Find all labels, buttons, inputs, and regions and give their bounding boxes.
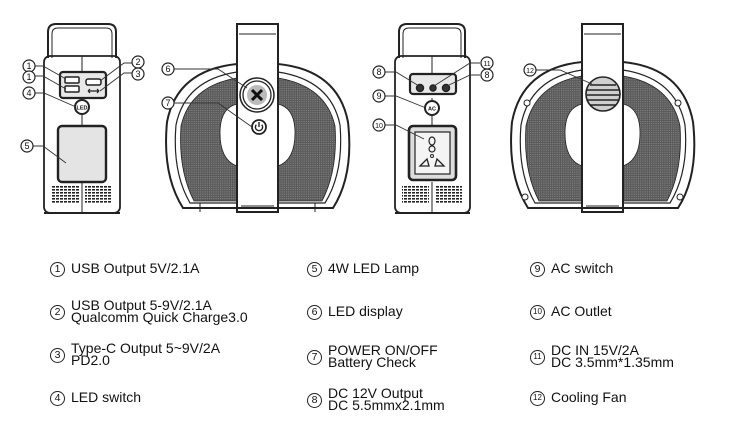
marker-11: 11 bbox=[480, 56, 494, 70]
marker-8: 8 bbox=[372, 65, 386, 79]
legend-text: USB Output 5-9V/2.1A bbox=[71, 297, 212, 313]
front-callouts bbox=[33, 62, 132, 164]
type-c-port-icon bbox=[87, 88, 100, 94]
marker-7: 7 bbox=[161, 96, 175, 110]
legend-text: Battery Check bbox=[328, 354, 416, 370]
legend-text: USB Output 5V/2.1A bbox=[71, 260, 200, 276]
usb-port-icon bbox=[64, 85, 80, 93]
product-diagram: LED bbox=[20, 23, 696, 214]
legend-text: DC 5.5mmx2.1mm bbox=[328, 397, 445, 413]
dc-input-port-icon bbox=[429, 84, 437, 92]
marker-1: 1 bbox=[22, 59, 36, 73]
svg-text:1: 1 bbox=[26, 72, 31, 82]
legend-number: 9 bbox=[530, 262, 545, 277]
svg-text:11: 11 bbox=[483, 61, 490, 68]
back-callouts bbox=[385, 62, 480, 140]
front-view: LED bbox=[43, 23, 121, 214]
legend-text: DC IN 15V/2A bbox=[551, 342, 639, 358]
legend-number: 3 bbox=[50, 348, 65, 363]
marker-9: 9 bbox=[372, 89, 386, 103]
led-button-text: LED bbox=[77, 106, 88, 112]
marker-10: 10 bbox=[372, 118, 386, 132]
svg-text:12: 12 bbox=[526, 68, 534, 75]
ac-button-text: AC bbox=[428, 107, 436, 113]
side-right-callouts bbox=[536, 69, 593, 85]
marker-8: 8 bbox=[480, 68, 494, 82]
legend-text: LED display bbox=[328, 303, 403, 319]
legend-number: 10 bbox=[530, 305, 545, 320]
legend-number: 12 bbox=[530, 391, 545, 406]
legend-number: 7 bbox=[307, 350, 322, 365]
legend-text: Type-C Output 5~9V/2A bbox=[71, 340, 221, 356]
usb-port-icon bbox=[64, 76, 80, 84]
side-left-callouts bbox=[174, 68, 253, 128]
legend-number: 8 bbox=[307, 393, 322, 408]
svg-text:10: 10 bbox=[375, 123, 383, 130]
svg-text:8: 8 bbox=[376, 67, 381, 77]
marker-4: 4 bbox=[22, 86, 36, 100]
marker-1: 1 bbox=[22, 70, 36, 84]
legend-text: PD2.0 bbox=[71, 352, 110, 368]
svg-text:5: 5 bbox=[24, 141, 29, 151]
led-lamp-icon bbox=[56, 124, 108, 184]
svg-text:3: 3 bbox=[135, 69, 140, 79]
legend-number: 4 bbox=[50, 391, 65, 406]
svg-text:7: 7 bbox=[165, 98, 170, 108]
legend-number: 6 bbox=[307, 305, 322, 320]
marker-5: 5 bbox=[20, 139, 34, 153]
side-view-right bbox=[510, 23, 696, 213]
side-view-left bbox=[165, 23, 351, 213]
dc-output-port-icon bbox=[415, 83, 425, 93]
diagram-markers: 1 1 2 3 4 5 6 7 8 11 8 9 10 12 bbox=[20, 55, 537, 153]
marker-3: 3 bbox=[131, 67, 145, 81]
marker-12: 12 bbox=[523, 63, 537, 77]
svg-text:1: 1 bbox=[26, 61, 31, 71]
svg-text:9: 9 bbox=[376, 91, 381, 101]
legend-number: 2 bbox=[50, 305, 65, 320]
legend-number: 5 bbox=[307, 262, 322, 277]
legend-text: DC 12V Output bbox=[328, 385, 423, 401]
legend-text: DC 3.5mm*1.35mm bbox=[551, 354, 674, 370]
legend-number: 11 bbox=[530, 350, 545, 365]
marker-6: 6 bbox=[161, 62, 175, 76]
legend-text: Cooling Fan bbox=[551, 389, 627, 405]
legend-text: AC switch bbox=[551, 260, 614, 276]
back-view: AC bbox=[394, 23, 471, 214]
legend-text: LED switch bbox=[71, 389, 142, 405]
cooling-fan-icon bbox=[585, 76, 621, 112]
legend-text: AC Outlet bbox=[551, 303, 612, 319]
usb-qc-port-icon bbox=[85, 78, 102, 86]
svg-text:6: 6 bbox=[165, 64, 170, 74]
legend-text: 4W LED Lamp bbox=[328, 260, 420, 276]
svg-text:8: 8 bbox=[484, 70, 489, 80]
svg-text:2: 2 bbox=[135, 57, 140, 67]
svg-text:4: 4 bbox=[26, 88, 31, 98]
marker-2: 2 bbox=[131, 55, 145, 69]
dc-output-port-icon bbox=[441, 83, 451, 93]
legend-number: 1 bbox=[50, 262, 65, 277]
legend-text: POWER ON/OFF bbox=[328, 342, 438, 358]
legend-text: Qualcomm Quick Charge3.0 bbox=[71, 309, 248, 325]
